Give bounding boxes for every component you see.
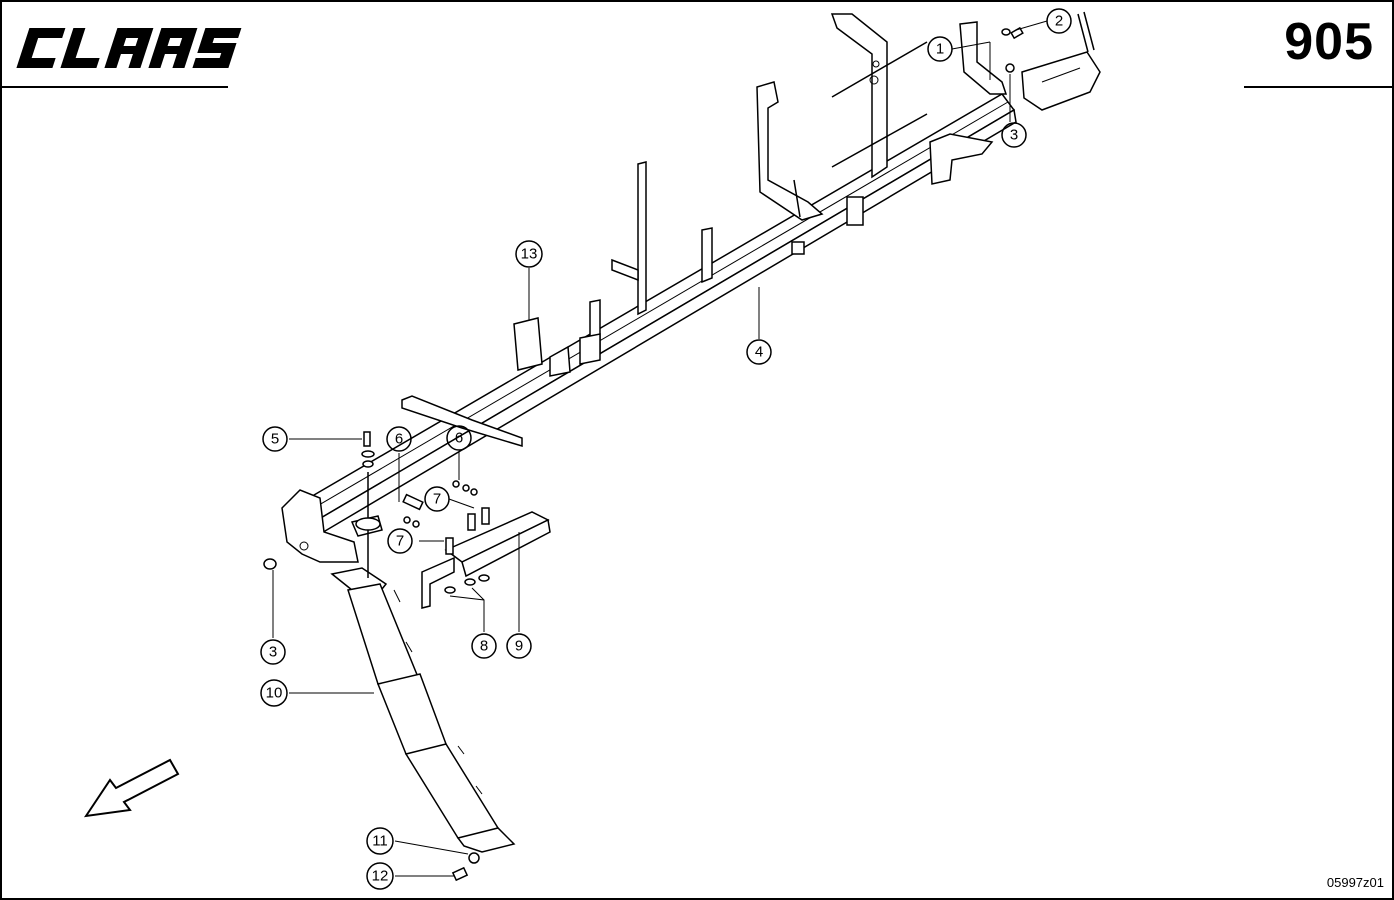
upper-bracket-large [830,13,928,179]
upper-bracket-right [846,21,1008,226]
leader-lines [272,20,1048,877]
callout-5: 5 [262,426,288,452]
callout-13: 13 [515,240,543,268]
callout-8: 8 [471,633,497,659]
svg-text:2: 2 [1055,13,1063,30]
support-leg [330,567,516,853]
callout-9: 9 [506,633,532,659]
header-rule-left [2,86,228,88]
guard-plate [421,511,551,609]
callout-6-right: 6 [446,425,472,451]
page-number: 905 [1284,13,1374,71]
svg-text:1: 1 [936,41,944,58]
svg-text:6: 6 [455,430,463,447]
svg-text:9: 9 [515,638,523,655]
main-beam [300,11,1101,536]
callout-2: 2 [1046,8,1072,34]
callout-7-lower: 7 [387,528,413,554]
arrow-down-left-icon [83,758,180,818]
callout-1: 1 [927,36,953,62]
callout-3-lower: 3 [260,639,286,665]
svg-text:3: 3 [1010,127,1018,144]
fasteners [263,26,1024,882]
svg-text:4: 4 [755,344,763,361]
callout-4: 4 [746,339,772,365]
svg-text:8: 8 [480,638,488,655]
bracket-plate-left [401,317,543,448]
vertical-posts [549,161,805,377]
callout-12: 12 [366,862,394,890]
svg-text:7: 7 [396,533,404,550]
svg-text:5: 5 [271,431,279,448]
svg-text:6: 6 [395,431,403,448]
upper-bracket-middle [756,81,824,221]
svg-text:13: 13 [521,246,538,263]
svg-text:11: 11 [372,833,388,850]
drawing-code: 05997z01 [1326,875,1384,890]
svg-text:12: 12 [372,868,389,885]
svg-text:3: 3 [269,644,277,661]
callout-11: 11 [366,827,394,855]
callout-6-left: 6 [386,426,412,452]
callout-10: 10 [260,679,288,707]
header-rule-right [1244,86,1394,88]
callout-7-upper: 7 [424,486,450,512]
claas-logo [16,28,242,68]
svg-text:7: 7 [433,491,441,508]
callout-3-upper: 3 [1001,122,1027,148]
svg-text:10: 10 [266,685,283,702]
